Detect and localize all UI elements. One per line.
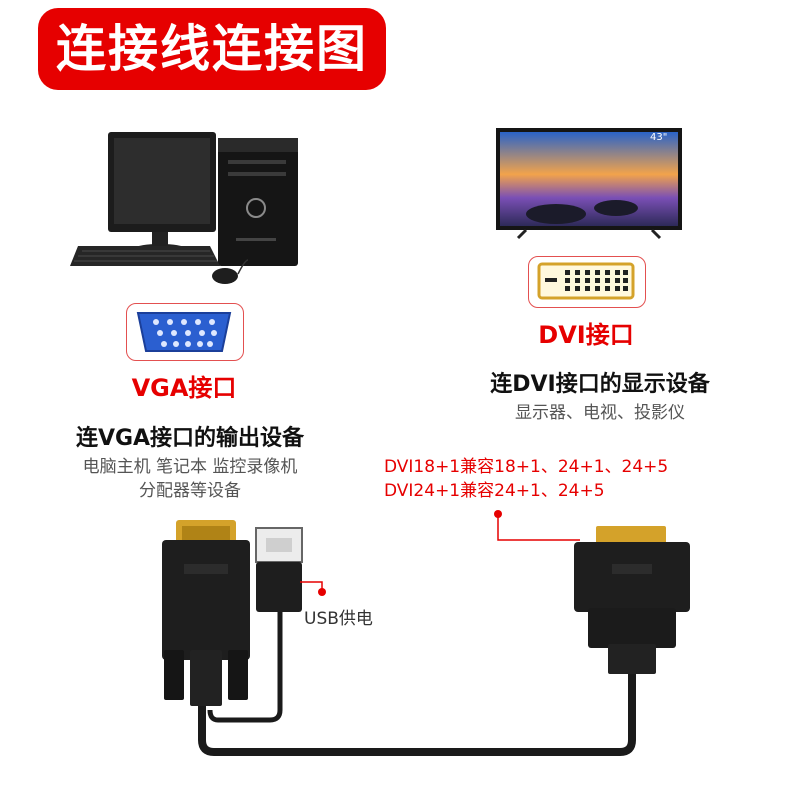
dvi-port-icon: [537, 262, 635, 300]
compatibility-line-1: DVI18+1兼容18+1、24+1、24+5: [384, 457, 669, 477]
source-devices-line2: 分配器等设备: [139, 481, 241, 501]
page-title: 连接线连接图: [56, 20, 368, 78]
title-banner: [38, 8, 386, 90]
tv-size-badge: 43": [650, 132, 668, 143]
dvi-port-label: DVI接口: [538, 321, 634, 349]
tv-display-image: [496, 128, 682, 240]
usb-power-label: USB供电: [304, 609, 373, 629]
display-devices-list: 显示器、电视、投影仪: [515, 403, 685, 423]
source-devices-heading: 连VGA接口的输出设备: [75, 426, 305, 451]
display-devices-heading: 连DVI接口的显示设备: [490, 372, 710, 397]
desktop-computer-image: [70, 132, 298, 284]
vga-to-dvi-cable-image: [162, 510, 690, 756]
compatibility-line-2: DVI24+1兼容24+1、24+5: [384, 481, 605, 501]
vga-port-label: VGA接口: [131, 374, 237, 402]
source-devices-line1: 电脑主机 笔记本 监控录像机: [82, 457, 298, 477]
vga-port-icon: [136, 312, 232, 352]
